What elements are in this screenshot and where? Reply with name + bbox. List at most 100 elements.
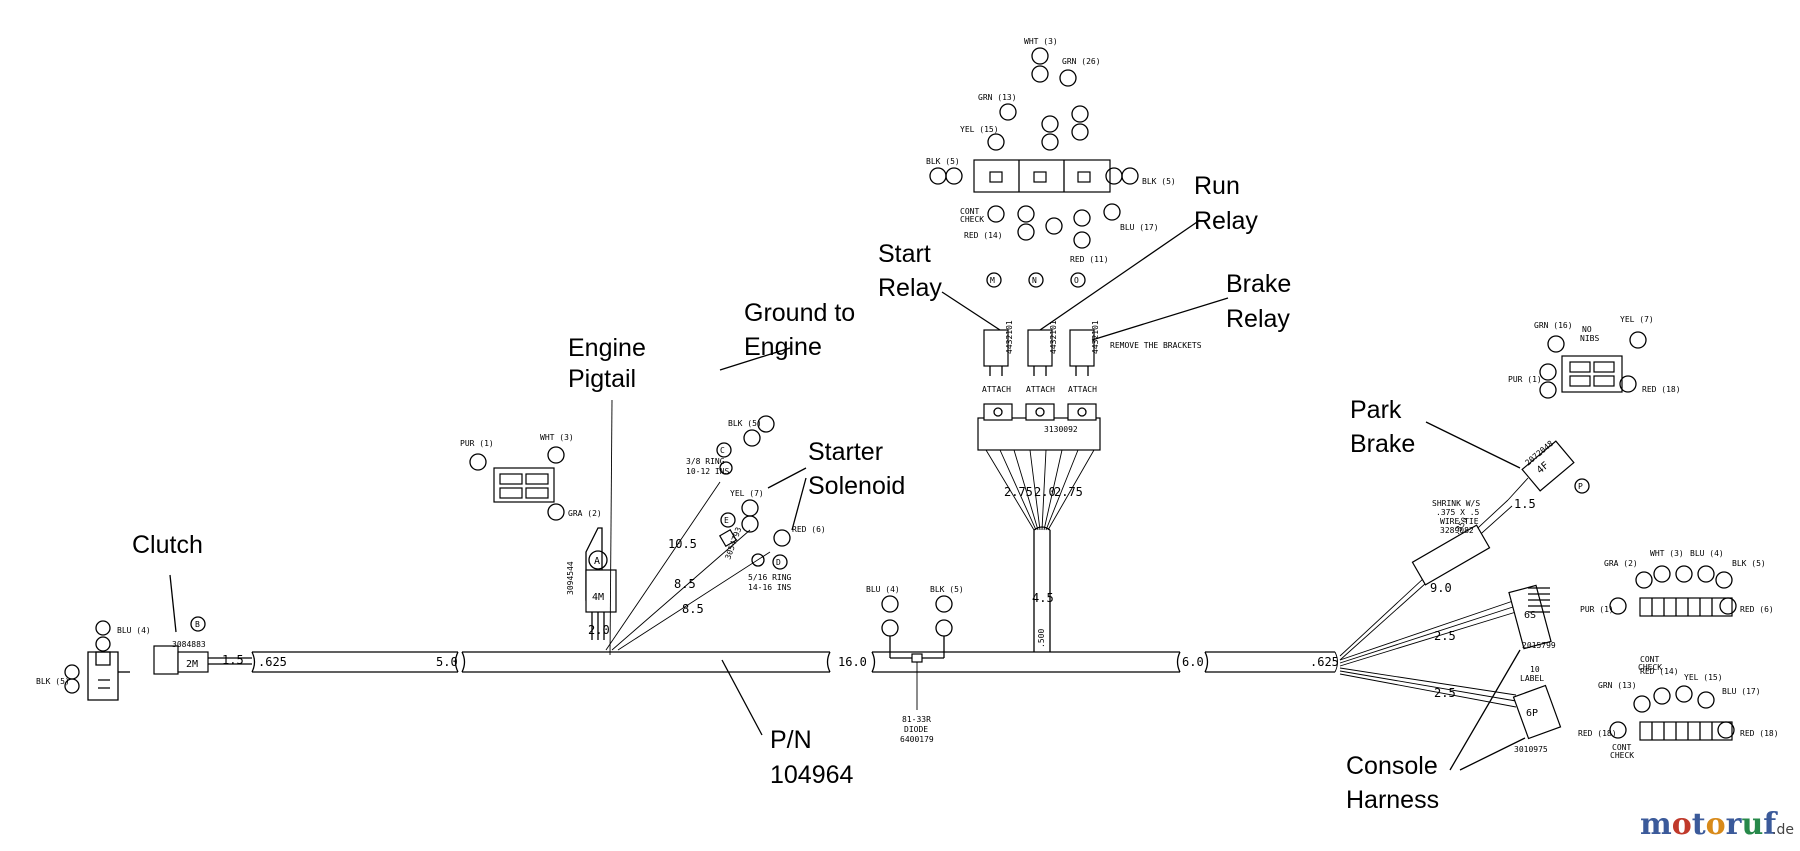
- svg-text:.de: .de: [1772, 822, 1794, 838]
- pigtail-leader: [609, 399, 613, 656]
- solenoid-wire-yel: YEL (7): [730, 489, 764, 498]
- clutch-assembly: BLU (4) BLK (5) 3084883 2M B: [36, 574, 252, 701]
- park-wire-grn16: GRN (16): [1534, 321, 1573, 330]
- ring-3-8-a: 3/8 RING: [686, 457, 725, 466]
- console-cont-2: CHECK: [1638, 663, 1662, 672]
- pigtail-wire-pur: PUR (1): [460, 439, 494, 448]
- callout-o: O: [1074, 276, 1079, 285]
- ring-3-8-b: 10-12 INS: [686, 467, 730, 476]
- callout-m: M: [990, 276, 995, 285]
- attach-1: ATTACH: [982, 385, 1011, 394]
- callout-d: D: [776, 558, 781, 567]
- park-wire-yel: YEL (7): [1620, 315, 1654, 324]
- attach-2: ATTACH: [1026, 385, 1055, 394]
- dim-2-0: 2.0: [588, 623, 610, 637]
- relay-block-code: 3130092: [1044, 425, 1078, 434]
- label10-2: LABEL: [1520, 674, 1544, 683]
- dim-2-75b: 2.75: [1054, 485, 1083, 499]
- relay-wire-wht: WHT (3): [1024, 37, 1058, 46]
- console-wire-grn13: GRN (13): [1598, 681, 1637, 690]
- label-starter-1: Starter: [808, 438, 883, 466]
- label-brake-relay-2: Relay: [1226, 305, 1290, 333]
- relay-wire-blu17: BLU (17): [1120, 223, 1159, 232]
- dim-2-5a: 2.5: [1434, 629, 1456, 643]
- park-wire-red18: RED (18): [1642, 385, 1681, 394]
- diode-assembly: BLU (4) BLK (5) 81-33R DIODE 6400179: [866, 585, 964, 744]
- ground-leader: [719, 347, 791, 371]
- label-console-2: Harness: [1346, 786, 1439, 814]
- ring-5-16-b: 14-16 INS: [748, 583, 792, 592]
- pn-leader: [721, 659, 763, 736]
- ground-wire-blk: BLK (5): [728, 419, 762, 428]
- dim-8-5b: 8.5: [682, 602, 704, 616]
- console-harness-assembly: 2.5 2.5 6S 2015799 6P 3010975 10 LABEL P…: [1339, 549, 1779, 771]
- relay-cont-1: CONT: [960, 207, 979, 216]
- ground-assembly: 10.5 8.5 8.5 C 3/8 RING 10-12 INS BLK (5…: [605, 347, 791, 651]
- brake-relay-leader: [1091, 297, 1229, 341]
- label-starter-2: Solenoid: [808, 472, 905, 500]
- console-wire-red6: RED (6): [1740, 605, 1774, 614]
- svg-text:motoruf: motoruf: [1640, 807, 1778, 842]
- callout-b-circle: [190, 616, 206, 632]
- clutch-leader: [169, 574, 177, 633]
- start-relay-leader: [941, 291, 1001, 331]
- relay-code-1: 4432101: [1005, 320, 1014, 354]
- park-nonibs-2: NIBS: [1580, 334, 1599, 343]
- console-6p-code: 3010975: [1514, 745, 1548, 754]
- dim-500: .500: [1037, 629, 1046, 648]
- dim-9-0: 9.0: [1430, 581, 1452, 595]
- console-wire-yel15: YEL (15): [1684, 673, 1723, 682]
- console-wire-red18: RED (18): [1578, 729, 1617, 738]
- relay-wire-grn26: GRN (26): [1062, 57, 1101, 66]
- label-park-brake-2: Brake: [1350, 430, 1415, 458]
- relay-code-2: 4432101: [1049, 320, 1058, 354]
- engine-pigtail-assembly: A 4M 3094544 2.0 PUR (1) WHT (3) GRA (2): [460, 399, 617, 656]
- label-pn-1: P/N: [770, 726, 812, 754]
- console-6s: 6S: [1524, 610, 1536, 621]
- console-wire-red14: RED (14): [1640, 667, 1679, 676]
- diode-wire-blk: BLK (5): [930, 585, 964, 594]
- dim-5-0: 5.0: [436, 655, 458, 669]
- relay-wire-red14: RED (14): [964, 231, 1003, 240]
- diode-note-3: 6400179: [900, 735, 934, 744]
- remove-brackets: REMOVE THE BRACKETS: [1110, 341, 1202, 350]
- relay-harness: 4432101 4432101 4432101 ATTACH ATTACH AT…: [926, 37, 1229, 652]
- attach-3: ATTACH: [1068, 385, 1097, 394]
- park-nonibs-1: NO: [1582, 325, 1592, 334]
- solenoid-leaders: [767, 467, 807, 531]
- console-wire-blu17: BLU (17): [1722, 687, 1761, 696]
- diode-note-2: DIODE: [904, 725, 928, 734]
- console-wire-blk: BLK (5): [1732, 559, 1766, 568]
- shrink-1: SHRINK W/S: [1432, 499, 1480, 508]
- console-cont-4: CHECK: [1610, 751, 1634, 760]
- label-ground-2: Engine: [744, 333, 822, 361]
- dim-1-5-park: 1.5: [1514, 497, 1536, 511]
- relay-wire-blk-l: BLK (5): [926, 157, 960, 166]
- dim-16-0: 16.0: [838, 655, 867, 669]
- starter-solenoid-assembly: E 3054793 YEL (7) D RED (6) 5/16 RING 14…: [718, 467, 826, 592]
- ring-5-16-a: 5/16 RING: [748, 573, 792, 582]
- console-6p: 6P: [1526, 708, 1538, 719]
- callout-p: P: [1578, 482, 1583, 491]
- diode-note-1: 81-33R: [902, 715, 931, 724]
- pigtail-4m: 4M: [592, 592, 604, 603]
- relay-code-3: 4432101: [1091, 320, 1100, 354]
- pigtail-wire-gra: GRA (2): [568, 509, 602, 518]
- dim-4-5: 4.5: [1032, 591, 1054, 605]
- clutch-conn-code: 3084883: [172, 640, 206, 649]
- diode-wire-blu: BLU (4): [866, 585, 900, 594]
- dim-625-right: .625: [1310, 655, 1339, 669]
- console-wire-wht: WHT (3): [1650, 549, 1684, 558]
- label-brake-relay-1: Brake: [1226, 270, 1291, 298]
- callout-a: A: [594, 556, 600, 567]
- label-run-relay-2: Relay: [1194, 207, 1258, 235]
- label-run-relay-1: Run: [1194, 172, 1240, 200]
- console-6s-code: 2015799: [1522, 641, 1556, 650]
- console-wire-pur: PUR (1): [1580, 605, 1614, 614]
- run-relay-leader: [1039, 219, 1201, 331]
- pigtail-code: 3094544: [566, 561, 575, 595]
- dim-10-5: 10.5: [668, 537, 697, 551]
- dim-2-0b: 2.0: [1034, 485, 1056, 499]
- solenoid-wire-red: RED (6): [792, 525, 826, 534]
- console-wire-red18b: RED (18): [1740, 729, 1779, 738]
